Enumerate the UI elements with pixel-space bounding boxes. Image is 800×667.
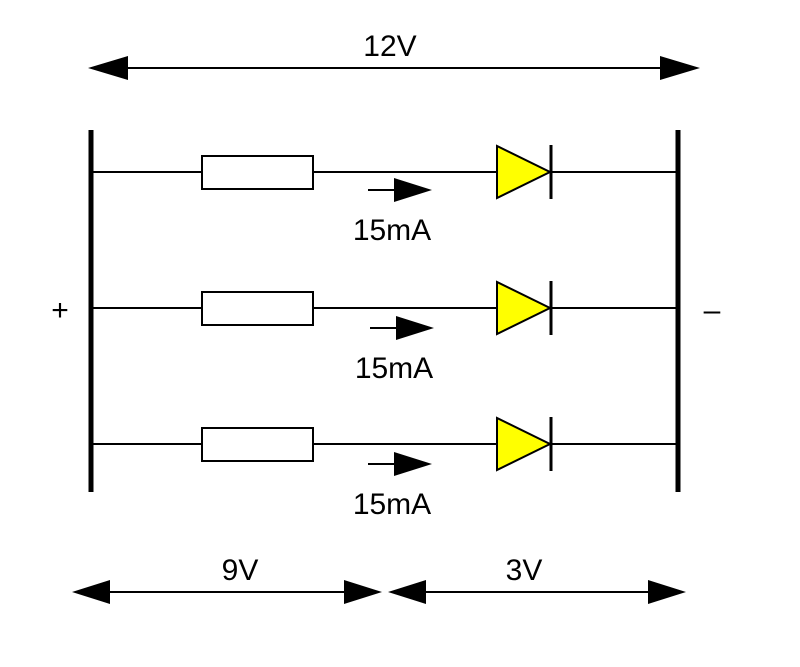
- resistor: [201, 155, 314, 190]
- current-arrow: [370, 316, 434, 340]
- resistor: [201, 291, 314, 326]
- branch-2: 15mA: [91, 280, 678, 385]
- negative-terminal-label: –: [704, 294, 721, 327]
- current-arrow: [368, 452, 432, 476]
- branch-3: 15mA: [91, 416, 678, 521]
- led-voltage-label: 3V: [506, 554, 543, 587]
- resistor-voltage-arrow: [72, 580, 382, 604]
- resistor: [201, 427, 314, 462]
- current-label: 15mA: [353, 488, 431, 521]
- current-label: 15mA: [353, 214, 431, 247]
- led-triangle: [496, 416, 553, 472]
- total-voltage-arrow: [88, 56, 700, 80]
- branch-1: 15mA: [91, 144, 678, 247]
- total-voltage-label: 12V: [363, 30, 416, 63]
- current-label: 15mA: [355, 352, 433, 385]
- positive-terminal-label: +: [51, 294, 69, 327]
- led-triangle: [496, 280, 553, 336]
- current-arrow: [368, 178, 432, 202]
- led-voltage-arrow: [388, 580, 686, 604]
- led-triangle: [496, 144, 553, 200]
- resistor-voltage-label: 9V: [222, 554, 259, 587]
